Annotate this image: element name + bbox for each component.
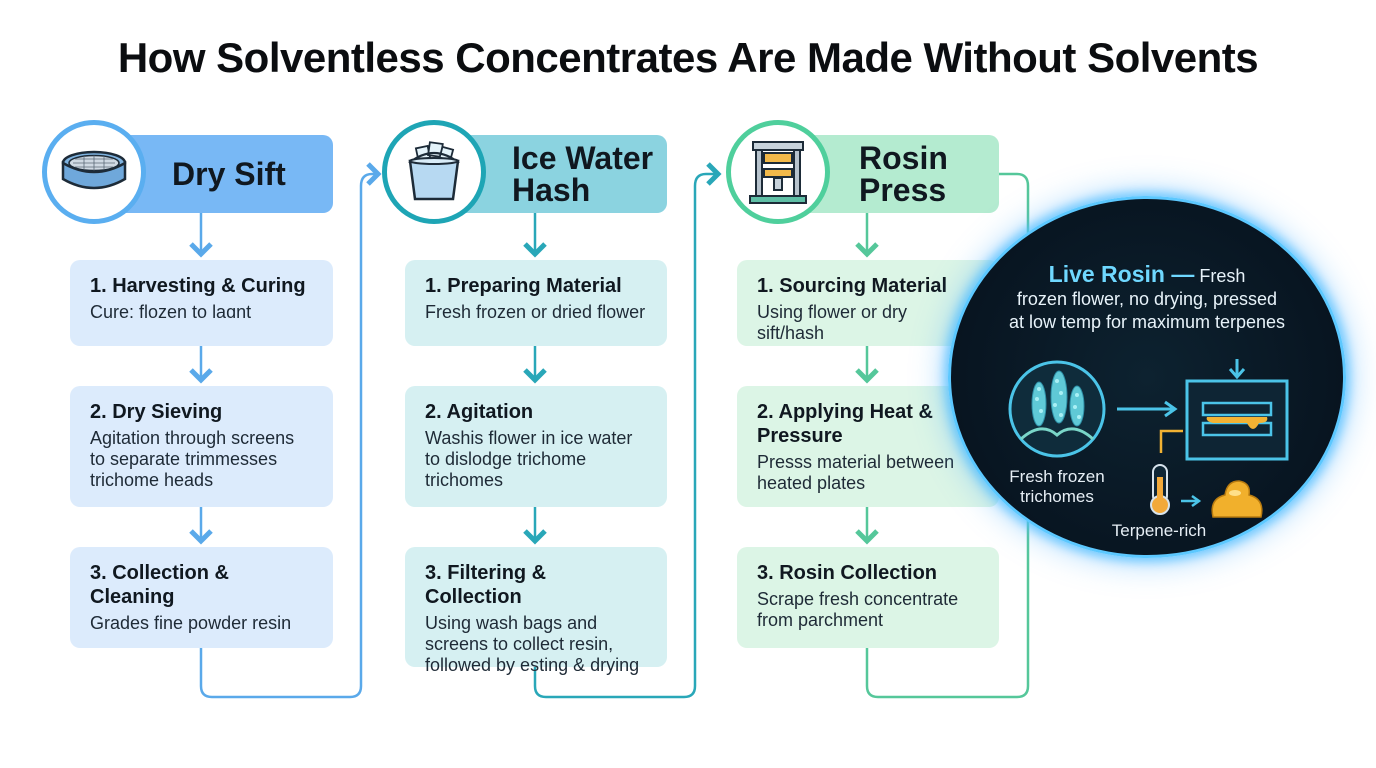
press-icon [1185,359,1289,461]
live-rosin-text-1: Fresh [1194,266,1246,286]
thermometer-icon [1150,464,1170,515]
ice-water-step-2: 2. Agitation Washis flower in ice water … [405,386,667,507]
step-title: 3. Rosin Collection [757,562,938,584]
rosin-step-3: 3. Rosin Collection Scrape fresh concent… [737,547,999,648]
label-terpene-rich: Terpene-rich [1111,521,1207,540]
step-title: 1. Preparing Material [425,275,622,297]
page-title: How Solventless Concentrates Are Made Wi… [117,34,1259,81]
step-desc: Scrape fresh concentrate from parchment [757,589,959,630]
rosin-drop-icon [1211,480,1263,518]
rosin-step-2: 2. Applying Heat & Pressure Presss mater… [737,386,999,507]
step-title: 3. Collection & Cleaning [90,562,229,608]
dry-sift-step-3: 3. Collection & Cleaning Grades fine pow… [70,547,333,648]
step-title: 1. Sourcing Material [757,275,948,297]
ice-water-icon-circle [382,120,486,224]
step-title: 1. Harvesting & Curing [90,275,306,297]
ice-water-step-1: 1. Preparing Material Fresh frozen or dr… [405,260,667,346]
live-rosin-callout: Live Rosin — Fresh frozen flower, no dry… [948,196,1346,558]
header-ice-water-hash-label: Ice Water Hash [512,140,654,208]
step-desc: Cure: flozen to laɑnt [90,302,252,322]
rosin-press-icon-circle [726,120,830,224]
live-rosin-text-3: at low temp for maximum terpenes [1008,312,1286,332]
dry-sift-icon-circle [42,120,146,224]
ice-bucket-icon [408,141,460,201]
step-desc: Grades fine powder resin [90,613,292,633]
connector-c2-c3 [533,162,722,699]
connector-c1-c2 [199,162,382,699]
trichome-icon [1008,360,1106,458]
dry-sift-step-2: 2. Dry Sieving Agitation through screens… [70,386,333,507]
rosin-press-icon [749,141,807,204]
live-rosin-text-2: frozen flower, no drying, pressed [1016,289,1278,309]
step-desc: Presss material between heated plates [757,452,955,493]
step-desc: Using wash bags and screens to collect r… [425,613,640,675]
step-title: 2. Applying Heat & Pressure [757,401,933,447]
ice-water-step-3: 3. Filtering & Collection Using wash bag… [405,547,667,675]
step-title: 2. Agitation [425,401,534,423]
dry-sift-step-1: 1. Harvesting & Curing Cure: flozen to l… [70,260,333,346]
connector-c3-loop [865,172,1030,699]
step-desc: Using flower or dry sift/hash [757,302,908,343]
step-desc: Fresh frozen or dried flower [425,302,646,322]
step-desc: Washis flower in ice water to dislodge t… [425,428,633,490]
label-fresh-frozen-trichomes: Fresh frozen trichomes [1009,467,1105,506]
header-dry-sift-label: Dry Sift [172,156,286,192]
step-desc: Agitation through screens to separate tr… [90,428,295,490]
live-rosin-highlight: Live Rosin — [1048,261,1195,287]
live-rosin-illustration [1008,359,1289,518]
step-title: 3. Filtering & Collection [425,562,547,608]
live-rosin-title: Live Rosin — Fresh frozen flower, no dry… [951,263,1343,334]
step-title: 2. Dry Sieving [90,401,223,423]
header-rosin-press-label: Rosin Press [859,140,948,208]
sieve-icon [61,150,127,190]
